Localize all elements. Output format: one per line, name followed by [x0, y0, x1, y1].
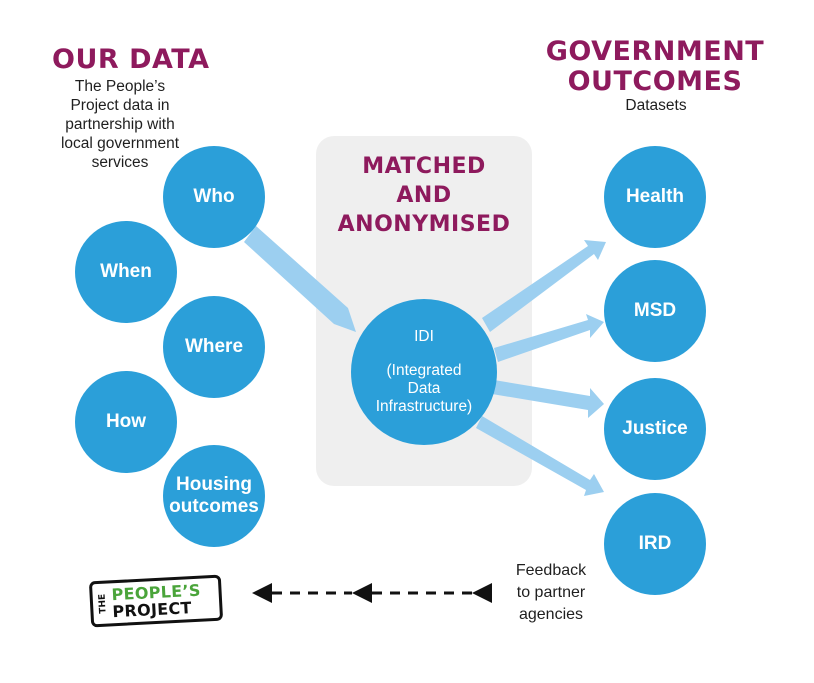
- node-health: Health: [604, 146, 706, 248]
- node-label: outcomes: [169, 496, 259, 517]
- node-msd: MSD: [604, 260, 706, 362]
- government-outcomes-subtitle: Datasets: [625, 97, 687, 114]
- our-data-title: OUR DATA: [52, 44, 210, 75]
- node-who: Who: [163, 146, 265, 248]
- node-housing-outcomes: Housing outcomes: [163, 445, 265, 547]
- government-outcomes-title-line: GOVERNMENT: [545, 36, 765, 67]
- feedback-label-line: to partner: [516, 584, 586, 601]
- connector-idi-to-msd: [494, 314, 604, 362]
- node-label: Where: [184, 336, 244, 357]
- idi-label: Data: [407, 380, 441, 397]
- matched-title: MATCHED AND ANONYMISED: [316, 152, 532, 239]
- idi-label: IDI: [414, 328, 434, 345]
- node-justice: Justice: [604, 378, 706, 480]
- connector-idi-to-ird: [476, 416, 604, 496]
- logo-words: PEOPLE’S PROJECT: [111, 581, 202, 622]
- connector-idi-to-health: [482, 240, 606, 332]
- matched-title-line: MATCHED: [362, 154, 486, 179]
- node-where: Where: [163, 296, 265, 398]
- our-data-description: The People’s Project data in partnership…: [30, 77, 210, 172]
- feedback-label: Feedback to partner agencies: [496, 560, 606, 626]
- matched-title-line: AND: [396, 183, 452, 208]
- node-ird: IRD: [604, 493, 706, 595]
- connector-who-to-idi: [244, 226, 356, 332]
- matched-title-line: ANONYMISED: [337, 212, 511, 237]
- our-data-description-line: Project data in: [70, 97, 170, 114]
- node-how: How: [75, 371, 177, 473]
- logo-the: THE: [97, 593, 109, 614]
- government-outcomes-title: GOVERNMENT OUTCOMES: [535, 37, 775, 97]
- our-data-description-line: local government: [60, 135, 180, 152]
- node-label: Housing: [176, 474, 252, 495]
- node-label: MSD: [633, 300, 677, 321]
- our-data-description-line: partnership with: [65, 116, 175, 133]
- logo-project: PROJECT: [112, 598, 193, 622]
- government-outcomes-title-line: OUTCOMES: [567, 66, 743, 97]
- node-label: Who: [193, 186, 235, 207]
- node-label: Justice: [622, 418, 688, 439]
- node-when: When: [75, 221, 177, 323]
- idi-label: Infrastructure): [375, 398, 473, 415]
- idi-label: (Integrated: [386, 362, 462, 379]
- node-label: Health: [625, 186, 685, 207]
- node-label: IRD: [638, 533, 672, 554]
- our-data-description-line: services: [91, 154, 149, 171]
- feedback-arrowhead-left: [252, 583, 272, 603]
- connector-idi-to-justice: [492, 380, 604, 418]
- idi-hub: IDI (Integrated Data Infrastructure): [351, 299, 497, 445]
- node-label: How: [105, 411, 147, 432]
- feedback-label-line: agencies: [518, 606, 584, 623]
- feedback-arrowhead-right: [472, 583, 492, 603]
- feedback-label-line: Feedback: [515, 562, 587, 579]
- our-data-description-line: The People’s: [74, 78, 166, 95]
- node-label: When: [100, 261, 152, 282]
- feedback-arrowhead-middle: [352, 583, 372, 603]
- peoples-project-logo: THE PEOPLE’S PROJECT: [88, 574, 224, 628]
